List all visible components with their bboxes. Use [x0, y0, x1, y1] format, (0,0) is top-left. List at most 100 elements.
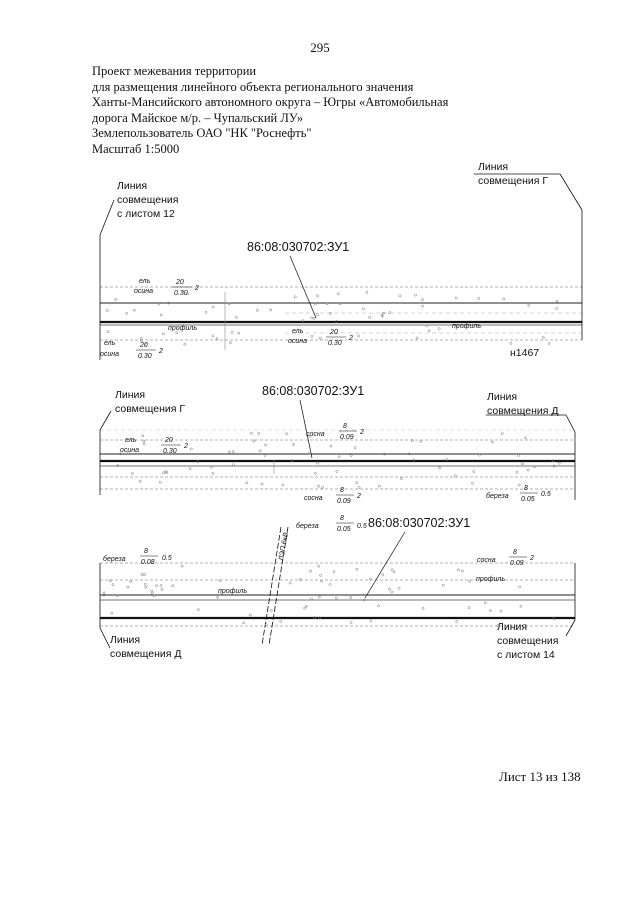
vegetation-marker	[204, 310, 208, 314]
vegetation-marker	[157, 302, 161, 306]
vegetation-marker	[126, 451, 130, 455]
vegetation-marker	[320, 579, 323, 583]
tree-diameter: 0.08	[141, 559, 155, 566]
vegetation-marker	[110, 611, 114, 615]
vegetation-marker	[119, 452, 122, 456]
vegetation-marker	[318, 336, 322, 340]
vegetation-marker	[477, 297, 481, 300]
vegetation-marker	[316, 294, 319, 298]
tree-count: 2	[183, 443, 188, 450]
vegetation-marker	[397, 586, 401, 590]
vegetation-marker	[390, 568, 394, 572]
vegetation-marker	[491, 440, 494, 444]
vegetation-marker	[152, 594, 156, 598]
vegetation-marker	[552, 617, 556, 620]
match-line-right	[559, 173, 583, 211]
vegetation-marker	[381, 573, 385, 576]
vegetation-marker	[186, 292, 189, 296]
tree-count: 2	[359, 429, 364, 436]
vegetation-marker	[382, 311, 385, 315]
tree-count: 0.5	[541, 491, 551, 498]
vegetation-marker	[349, 621, 353, 624]
tree-species: ель	[125, 437, 137, 444]
tree-count: 2	[158, 348, 163, 355]
vegetation-marker	[310, 316, 314, 320]
vegetation-marker	[143, 573, 147, 576]
vegetation-marker	[415, 336, 419, 340]
vegetation-marker	[216, 595, 219, 599]
vegetation-marker	[412, 458, 416, 462]
profile-label: профиль	[476, 576, 505, 583]
vegetation-marker	[210, 465, 213, 469]
profile-label: профиль	[168, 325, 197, 332]
vegetation-marker	[312, 316, 316, 320]
vegetation-marker	[164, 470, 168, 474]
document-header: Проект межевания территории для размещен…	[92, 64, 448, 158]
tree-count: 2	[356, 493, 361, 500]
vegetation-marker	[555, 307, 559, 310]
match-line-label: совмещения Д	[110, 648, 181, 660]
vegetation-marker	[313, 302, 317, 305]
vegetation-marker	[541, 336, 545, 339]
parcel-code: 86:08:030702:ЗУ1	[368, 516, 470, 530]
vegetation-marker	[161, 332, 165, 336]
vegetation-marker	[144, 585, 148, 589]
vegetation-marker	[527, 303, 531, 307]
vegetation-marker	[496, 624, 500, 628]
vegetation-marker	[355, 481, 359, 485]
vegetation-marker	[489, 609, 492, 612]
tree-count: 0.5	[357, 523, 367, 530]
match-line-label: с листом 14	[497, 649, 555, 661]
vegetation-marker	[369, 577, 372, 581]
page-number: 295	[310, 40, 330, 55]
tree-species: сосна	[304, 495, 323, 502]
vegetation-marker	[533, 465, 537, 469]
vegetation-marker	[421, 298, 424, 301]
tree-count: 2	[529, 555, 534, 562]
vegetation-marker	[175, 331, 179, 335]
vegetation-marker	[141, 434, 145, 438]
vegetation-marker	[518, 585, 522, 589]
vegetation-marker	[230, 331, 234, 334]
parcel-leader	[364, 531, 406, 599]
tree-diameter: 0.30	[138, 353, 152, 360]
vegetation-marker	[242, 621, 246, 625]
vegetation-marker	[319, 574, 322, 577]
tree-height: 20	[164, 437, 173, 444]
header-line: Землепользователь ОАО "НК "Роснефть"	[92, 126, 312, 141]
vegetation-marker	[478, 453, 481, 457]
vegetation-marker	[263, 454, 267, 457]
vegetation-marker	[229, 341, 232, 344]
vegetation-marker	[141, 290, 145, 294]
vegetation-marker	[461, 569, 464, 573]
vegetation-marker	[160, 588, 164, 591]
vegetation-marker	[523, 436, 527, 440]
tree-species: береза	[486, 492, 509, 500]
vegetation-marker	[321, 486, 324, 489]
match-line-label: Линия	[115, 389, 145, 401]
vegetation-marker	[305, 604, 308, 608]
vegetation-marker	[142, 442, 146, 446]
vegetation-marker	[483, 601, 487, 605]
vegetation-marker	[317, 484, 320, 488]
vegetation-marker	[126, 585, 130, 589]
vegetation-marker	[227, 302, 231, 306]
vegetation-marker	[129, 580, 132, 583]
vegetation-marker	[256, 308, 259, 312]
vegetation-marker	[182, 291, 186, 295]
vegetation-marker	[231, 450, 235, 454]
vegetation-marker	[235, 316, 238, 319]
vegetation-marker	[285, 432, 288, 436]
vegetation-marker	[158, 480, 162, 484]
header-line: для размещения линейного объекта региона…	[92, 79, 414, 94]
tree-height: 8	[144, 548, 148, 555]
vegetation-marker	[316, 461, 319, 465]
vegetation-marker	[108, 579, 112, 583]
vegetation-marker	[257, 432, 261, 435]
parcel-leader	[299, 399, 313, 459]
vegetation-marker	[116, 594, 119, 598]
vegetation-markers	[102, 289, 561, 628]
sheet-number: Лист 13 из 138	[499, 769, 581, 784]
vegetation-marker	[211, 334, 215, 338]
vegetation-marker	[349, 454, 353, 457]
